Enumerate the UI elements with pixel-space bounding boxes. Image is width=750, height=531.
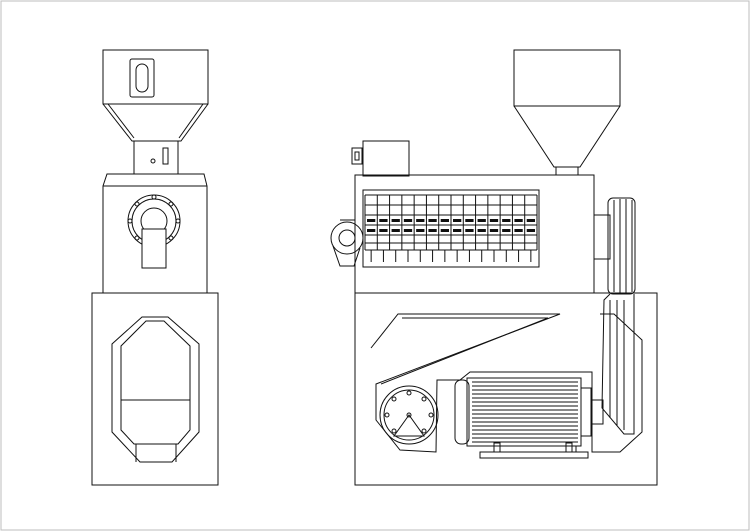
front-view [91,49,219,486]
base-cabinet [91,292,219,486]
discharge-chute [141,228,167,269]
control-box [351,140,410,177]
motor-base [479,442,589,459]
drive-belt [601,293,635,435]
inspection-door [111,316,200,463]
pulley [593,197,636,295]
side-view [330,49,658,486]
fan-impeller [379,385,439,445]
electric-motor [454,377,604,447]
drum-flange [127,194,181,248]
rotary-valve [330,219,364,267]
inlet-window [129,58,155,98]
ventilation-grille [364,194,538,262]
hopper [513,49,621,176]
base-cabinet [354,292,658,486]
